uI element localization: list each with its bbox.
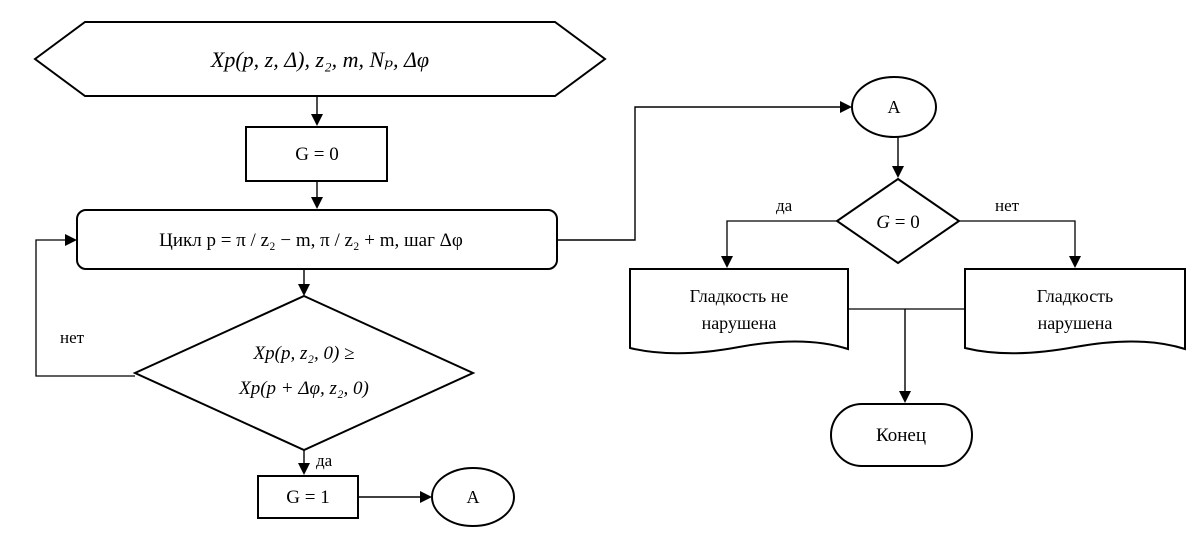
condition-2-label: G = 0: [876, 212, 919, 233]
arrow-no-loop-back: [35, 239, 135, 377]
arrow-yes-to-out-left: [726, 220, 837, 258]
arrow-head: [1069, 256, 1081, 268]
init-g-box: [245, 126, 388, 182]
arrow-head: [298, 463, 310, 475]
input-data-label: Xp(p, z, Δ), z₂, m, Nₚ, Δφ: [210, 47, 429, 72]
arrow-head: [311, 197, 323, 209]
loop-label: Цикл p = π / z₂ − m, π / z₂ + m, шаг Δφ: [159, 230, 463, 251]
connector-a-right: [851, 76, 937, 138]
label-yes-1: да: [316, 451, 333, 470]
arrow-head: [420, 491, 432, 503]
arrow-loop-exit-to-connector: [557, 106, 840, 241]
output-doc-right: [964, 268, 1186, 355]
connector-a-right-label: A: [888, 97, 901, 117]
output-left-line1: Гладкость не: [690, 286, 789, 306]
arrow-head: [298, 284, 310, 296]
condition-1-line1: Xp(p, z₂, 0) ≥: [253, 343, 355, 364]
arrow-head: [721, 256, 733, 268]
set-g-box: [257, 475, 359, 519]
connector-a-left-label: A: [467, 487, 480, 507]
condition-diamond-1: [132, 294, 476, 452]
arrow-head: [311, 114, 323, 126]
connector-a-left: [431, 467, 515, 527]
output-doc-left: [629, 268, 849, 355]
input-data-hexagon: [33, 21, 607, 97]
arrow-head: [65, 234, 77, 246]
label-no-2: нет: [995, 196, 1020, 215]
arrow-head: [892, 166, 904, 178]
end-terminator: [830, 403, 973, 467]
arrow-no-to-out-right: [959, 220, 1076, 258]
label-yes-2: да: [776, 196, 793, 215]
init-g-label: G = 0: [295, 144, 338, 165]
set-g-label: G = 1: [286, 487, 329, 508]
arrow-head: [840, 101, 852, 113]
output-right-line1: Гладкость: [1037, 286, 1114, 306]
label-no-1: нет: [60, 328, 85, 347]
output-left-line2: нарушена: [702, 313, 777, 333]
condition-diamond-2: [835, 177, 961, 265]
arrow-head: [899, 391, 911, 403]
end-label: Конец: [876, 425, 926, 446]
condition-1-line2: Xp(p + Δφ, z₂, 0): [238, 378, 369, 399]
output-right-line2: нарушена: [1038, 313, 1113, 333]
